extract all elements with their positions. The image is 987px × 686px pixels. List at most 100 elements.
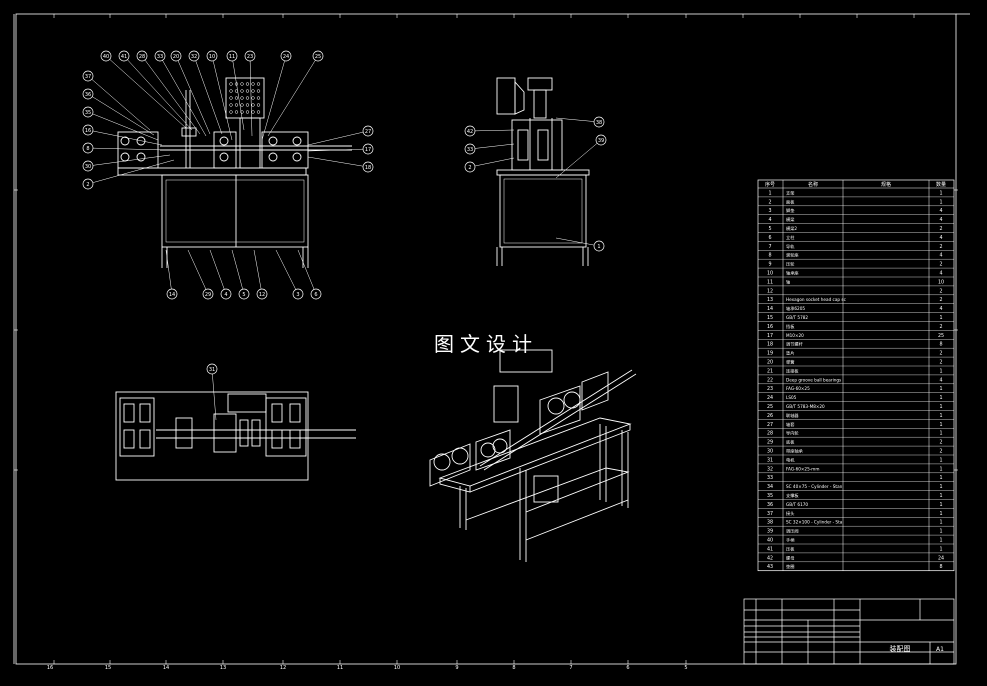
balloon-label: 17 bbox=[365, 147, 371, 153]
balloon-label: 42 bbox=[467, 129, 473, 135]
bom-row-qty: 1 bbox=[939, 413, 942, 419]
title-block-sheet: A1 bbox=[936, 646, 944, 653]
bom-row-name: 螺母 bbox=[786, 554, 794, 561]
balloon-label: 37 bbox=[85, 74, 91, 80]
bom-row-no: 12 bbox=[767, 288, 773, 294]
bom-row-name: 支撑板 bbox=[786, 492, 799, 499]
bom-row-qty: 25 bbox=[938, 333, 944, 339]
bom-row-qty: 2 bbox=[939, 297, 942, 303]
bom-row-qty: 1 bbox=[939, 431, 942, 437]
bom-row-name: 垫片 bbox=[786, 350, 794, 357]
balloon bbox=[82, 106, 94, 118]
bom-row-qty: 24 bbox=[938, 555, 944, 561]
bom-row-name: Deep groove ball bearings bbox=[786, 377, 841, 382]
balloon bbox=[154, 50, 166, 62]
bom-row-qty: 1 bbox=[939, 368, 942, 374]
balloon-label: 11 bbox=[229, 54, 235, 60]
isometric-view bbox=[429, 349, 637, 562]
balloon bbox=[312, 50, 324, 62]
bom-row-name: 调压阀 bbox=[786, 528, 799, 535]
balloon-label: 24 bbox=[283, 54, 289, 60]
balloon-label: 31 bbox=[209, 367, 215, 373]
bom-row-no: 41 bbox=[767, 546, 773, 552]
bom-row-no: 8 bbox=[768, 253, 771, 259]
bom-row-qty: 1 bbox=[939, 475, 942, 481]
bom-row-name: 横梁2 bbox=[786, 225, 797, 232]
balloon-label: 12 bbox=[259, 292, 265, 298]
balloon-label: 10 bbox=[209, 54, 215, 60]
balloon-label: 32 bbox=[191, 54, 197, 60]
bom-header: 名称 bbox=[808, 181, 818, 188]
bom-row-no: 18 bbox=[767, 342, 773, 348]
bom-row-qty: 1 bbox=[939, 315, 942, 321]
bom-header: 数量 bbox=[936, 181, 946, 188]
balloon bbox=[188, 50, 200, 62]
bom-row-no: 31 bbox=[767, 457, 773, 463]
top-view bbox=[115, 391, 356, 481]
title-block-name: 装配图 bbox=[890, 644, 911, 653]
balloon-label: 41 bbox=[121, 54, 127, 60]
zone-number: 11 bbox=[337, 665, 343, 671]
bom-row-no: 35 bbox=[767, 493, 773, 499]
bom-row-qty: 10 bbox=[938, 279, 944, 285]
bom-row-qty: 2 bbox=[939, 449, 942, 455]
bom-row-name: 连接板 bbox=[786, 367, 799, 374]
bom-row-no: 42 bbox=[767, 555, 773, 561]
balloon bbox=[166, 288, 178, 300]
zone-number: 5 bbox=[684, 665, 687, 671]
balloon bbox=[464, 161, 476, 173]
balloon-label: 28 bbox=[139, 54, 145, 60]
bom-row-name: 调节螺杆 bbox=[786, 341, 804, 348]
bom-row-name: GB/T 5782 bbox=[786, 315, 808, 320]
bom-row-name: 手柄 bbox=[786, 537, 794, 544]
zone-number: 13 bbox=[220, 665, 226, 671]
bom-row-name: 轴承6205 bbox=[786, 305, 805, 312]
bom-row-no: 16 bbox=[767, 324, 773, 330]
bom-row-no: 13 bbox=[767, 297, 773, 303]
zone-number: 9 bbox=[455, 665, 458, 671]
bom-row-qty: 1 bbox=[939, 538, 942, 544]
title-block bbox=[743, 598, 955, 665]
balloon bbox=[170, 50, 182, 62]
bom-row-qty: 4 bbox=[939, 253, 942, 259]
bom-row-name: 脚垫 bbox=[786, 207, 795, 214]
balloon bbox=[82, 70, 94, 82]
balloon bbox=[82, 160, 94, 172]
bom-row-name: 带座轴承 bbox=[786, 448, 804, 455]
zone-number: 14 bbox=[163, 665, 169, 671]
bom-row-no: 7 bbox=[768, 244, 771, 250]
bom-row-name: SC 40×75 - Cylinder - Stan bbox=[786, 484, 843, 489]
bom-row-no: 36 bbox=[767, 502, 773, 508]
balloon bbox=[362, 125, 374, 137]
balloon bbox=[82, 88, 94, 100]
bom-row-name: 电机 bbox=[786, 456, 795, 463]
bom-row-name: 弹簧 bbox=[786, 359, 794, 366]
balloon bbox=[280, 50, 292, 62]
balloon-label: 36 bbox=[85, 92, 91, 98]
bom-row-name: SC 32×100 - Cylinder - Sta bbox=[786, 520, 843, 525]
balloon-label: 3 bbox=[296, 292, 299, 298]
balloon bbox=[206, 363, 218, 375]
bom-row-name: 轴 bbox=[786, 278, 790, 285]
balloon bbox=[100, 50, 112, 62]
balloon bbox=[256, 288, 268, 300]
bom-row-qty: 1 bbox=[939, 502, 942, 508]
bom-row-no: 22 bbox=[767, 377, 773, 383]
balloon bbox=[595, 134, 607, 146]
bom-row-qty: 4 bbox=[939, 271, 942, 277]
bom-row-qty: 4 bbox=[939, 208, 942, 214]
bom-row-no: 34 bbox=[767, 484, 773, 490]
bom-row-qty: 2 bbox=[939, 288, 942, 294]
bom-row-qty: 4 bbox=[939, 217, 942, 223]
side-view bbox=[496, 77, 590, 266]
bom-row-no: 1 bbox=[768, 190, 771, 196]
front-view bbox=[117, 77, 352, 268]
balloon bbox=[82, 124, 94, 136]
bom-row-qty: 2 bbox=[939, 244, 942, 250]
balloon bbox=[220, 288, 232, 300]
bom-row-no: 39 bbox=[767, 529, 773, 535]
bom-row-no: 6 bbox=[768, 235, 771, 241]
bom-row-name: 轴承座 bbox=[786, 270, 799, 277]
